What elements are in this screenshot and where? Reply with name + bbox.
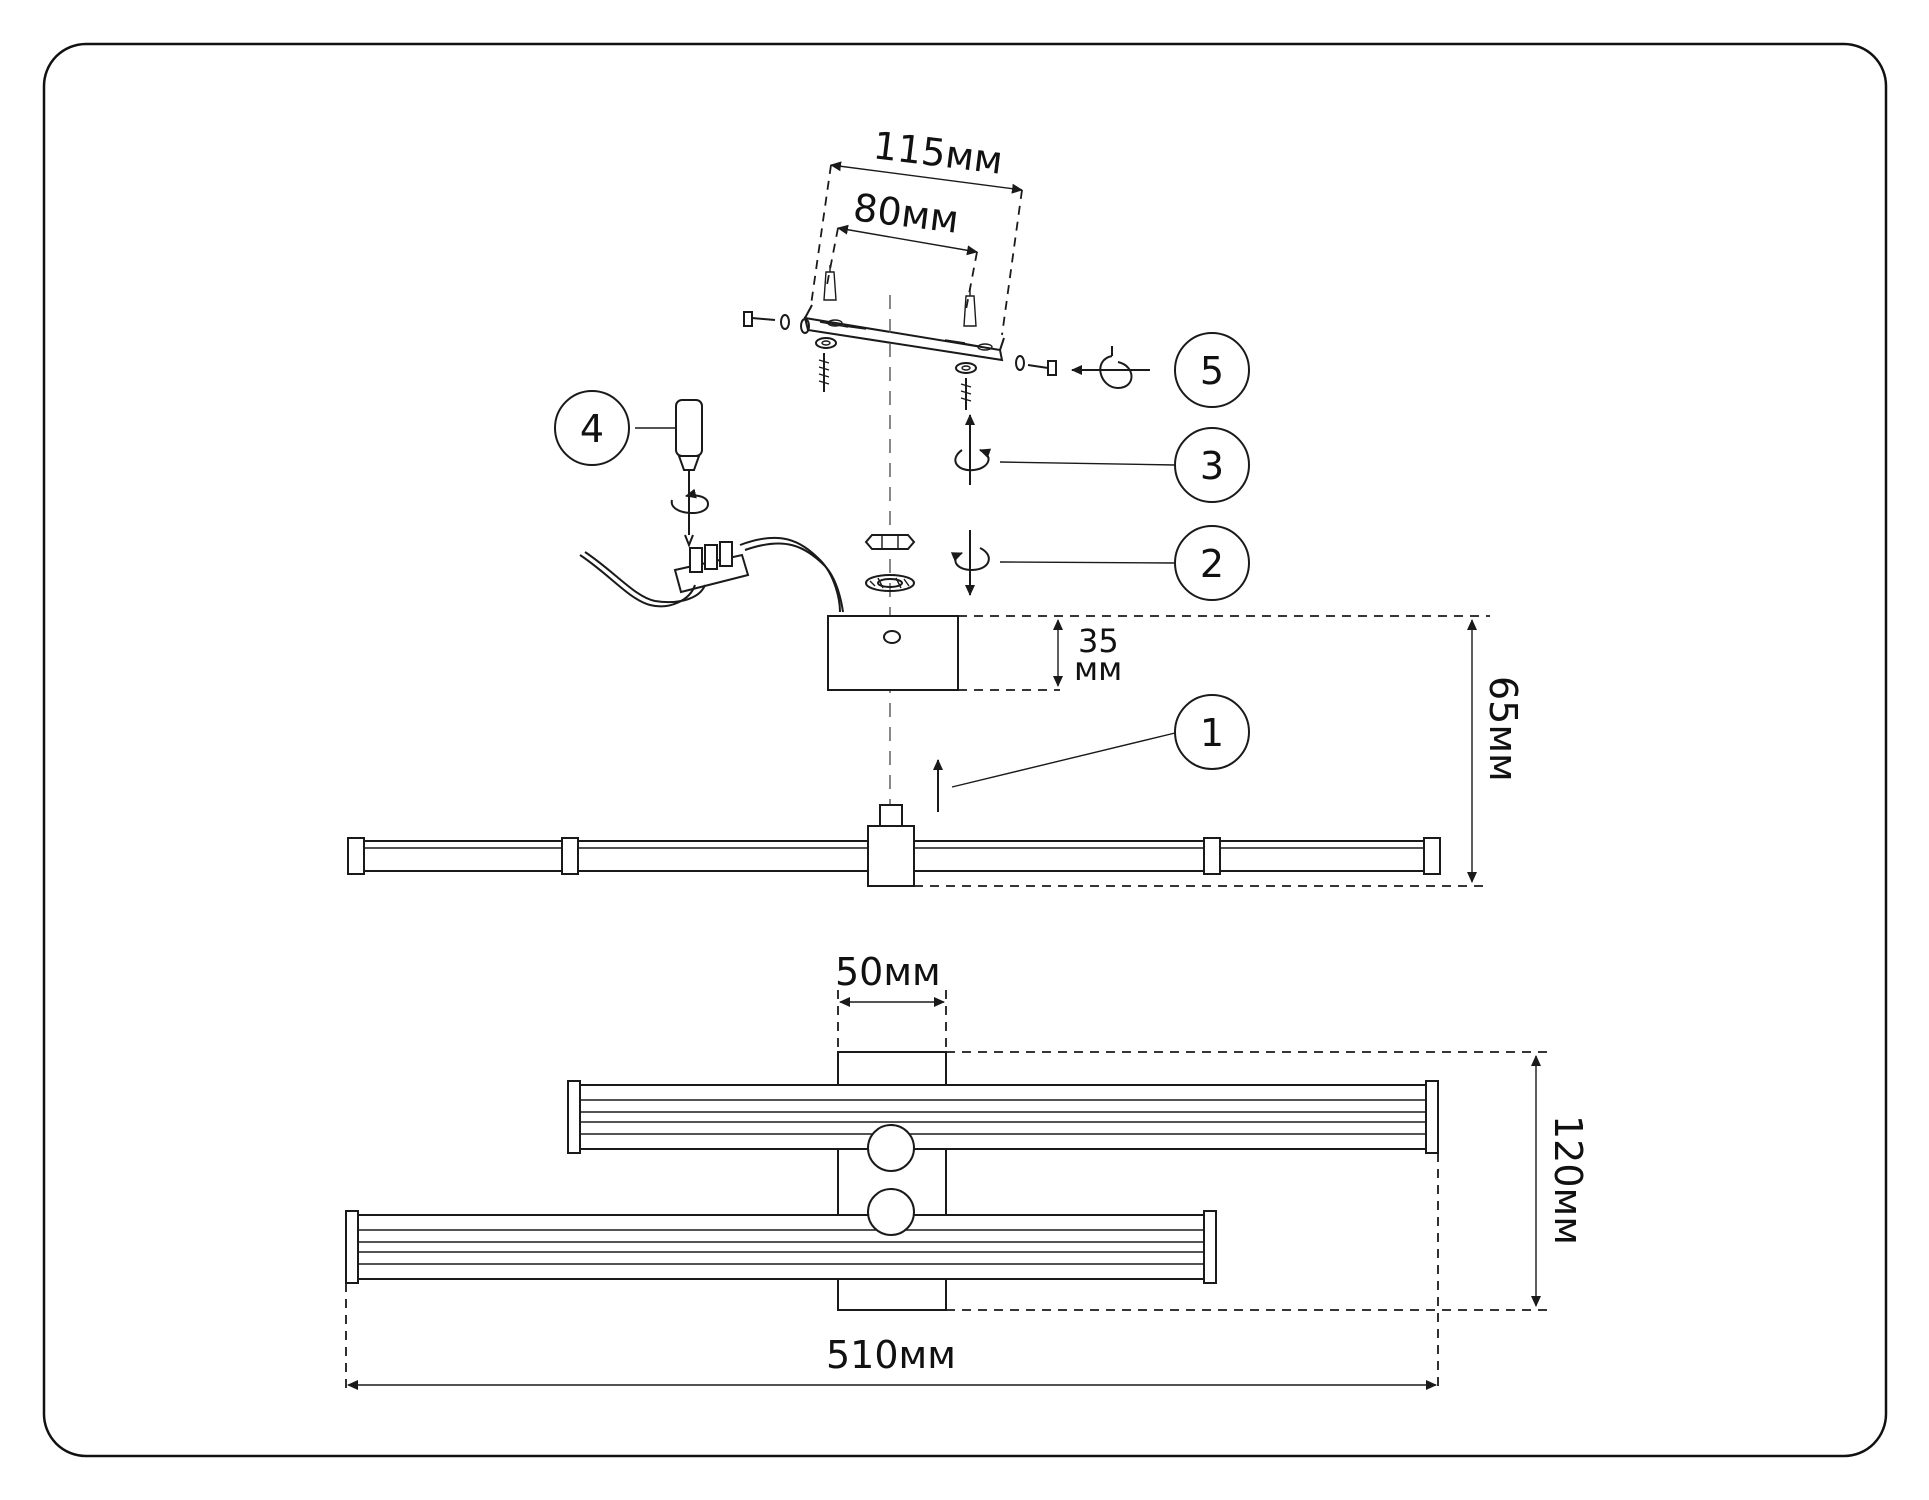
callout-4-number: 4 xyxy=(580,407,604,451)
hex-nut xyxy=(864,534,916,550)
bracket-outer-dimension: 115мм xyxy=(810,123,1023,336)
callout-2-number: 2 xyxy=(1200,542,1224,586)
screw-right xyxy=(960,378,972,410)
washer-right xyxy=(955,362,977,374)
lower-light-bar xyxy=(345,1210,1217,1284)
lamp-top-view: 50мм xyxy=(345,950,1590,1390)
total-height-dimension: 65мм xyxy=(1467,619,1525,883)
connector-knob-upper xyxy=(867,1124,915,1172)
lock-washer xyxy=(865,574,915,592)
callout-1: 1 xyxy=(1174,694,1250,770)
total-height-label: 65мм xyxy=(1481,676,1525,782)
callout-2: 2 xyxy=(1174,525,1250,601)
step-5-rotation-arrow xyxy=(1071,346,1150,390)
screwdriver-handle xyxy=(675,399,703,457)
washer-left xyxy=(815,337,837,349)
depth-label: 120мм xyxy=(1546,1115,1590,1245)
terminal-block xyxy=(579,536,844,613)
step-3-rotation-arrow xyxy=(954,414,1176,485)
bracket-plate xyxy=(803,304,1005,362)
base-height-label-bottom: мм xyxy=(1074,650,1122,688)
base-height-label-top: 35 xyxy=(1078,622,1119,660)
screw-left xyxy=(818,353,830,392)
screwdriver-assembly xyxy=(635,399,710,548)
side-screw-left xyxy=(743,311,810,334)
callout-1-number: 1 xyxy=(1200,711,1224,755)
depth-dimension: 120мм xyxy=(946,1051,1590,1311)
lamp-side-view xyxy=(347,732,1490,887)
length-dimension: 510мм xyxy=(345,1153,1439,1390)
callout-4: 4 xyxy=(554,390,630,466)
canopy-base: 35 мм xyxy=(827,615,1490,691)
step-2-rotation-arrow xyxy=(950,530,1176,596)
base-width-dimension: 50мм xyxy=(835,950,947,1052)
base-width-label: 50мм xyxy=(835,950,941,994)
callout-5: 5 xyxy=(1174,332,1250,408)
callout-3-number: 3 xyxy=(1200,444,1224,488)
callout-5-number: 5 xyxy=(1200,349,1224,393)
connector-knob-lower xyxy=(867,1188,915,1236)
length-label: 510мм xyxy=(826,1333,956,1377)
callout-3: 3 xyxy=(1174,427,1250,503)
wall-plug-left xyxy=(823,265,837,301)
wall-plug-right xyxy=(963,288,977,327)
side-screw-right xyxy=(1015,355,1057,376)
upper-light-bar xyxy=(567,1080,1439,1154)
